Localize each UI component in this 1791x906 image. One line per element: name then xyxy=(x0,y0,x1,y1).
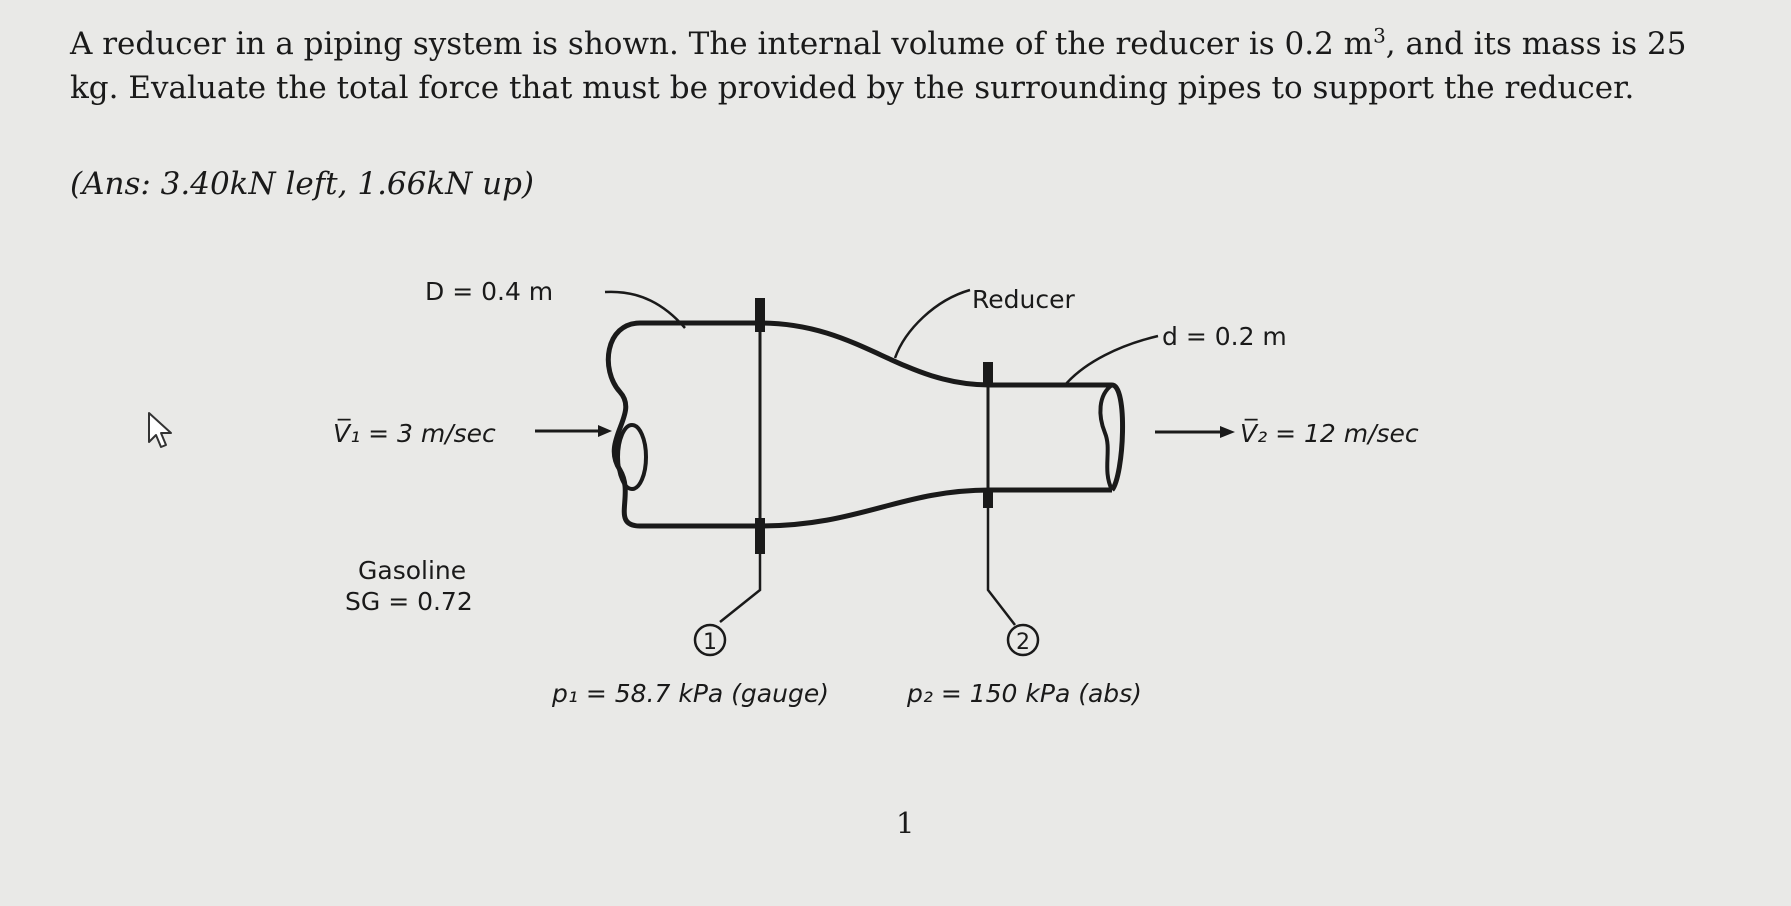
section-2-label: 2 xyxy=(1016,630,1030,655)
page-number: 1 xyxy=(896,806,915,840)
outlet-pipe xyxy=(990,382,1125,493)
problem-statement: A reducer in a piping system is shown. T… xyxy=(70,22,1740,110)
section-1-marker xyxy=(693,623,727,657)
reducer-label: Reducer xyxy=(972,285,1075,314)
specific-gravity-label: SG = 0.72 xyxy=(345,587,473,616)
reducer-body xyxy=(759,320,991,529)
inlet-pipe xyxy=(605,320,760,529)
outlet-pressure-label: p₂ = 150 kPa (abs) xyxy=(906,679,1142,708)
fluid-label: Gasoline xyxy=(358,556,466,585)
problem-text-part2: , and its mass is 25 kg. Evaluate the to… xyxy=(70,26,1687,106)
section-1-label: 1 xyxy=(703,630,717,655)
answer-text: (Ans: 3.40kN left, 1.66kN up) xyxy=(70,166,535,202)
mouse-cursor-icon xyxy=(148,412,172,448)
flange-2 xyxy=(983,362,993,508)
problem-text-part1: A reducer in a piping system is shown. T… xyxy=(70,26,1374,62)
inlet-velocity-label: V̅₁ = 3 m/sec xyxy=(333,418,496,448)
leader-lines xyxy=(604,288,1159,626)
inlet-diameter-label: D = 0.4 m xyxy=(425,277,553,306)
inlet-pipe-end xyxy=(616,423,648,491)
outlet-diameter-label: d = 0.2 m xyxy=(1162,322,1287,351)
flange-1 xyxy=(755,298,765,554)
velocity-arrows xyxy=(535,425,1235,438)
outlet-velocity-label: V̅₂ = 12 m/sec xyxy=(1240,418,1419,448)
problem-superscript: 3 xyxy=(1373,23,1386,48)
inlet-pressure-label: p₁ = 58.7 kPa (gauge) xyxy=(551,679,829,708)
section-2-marker xyxy=(1006,623,1040,657)
